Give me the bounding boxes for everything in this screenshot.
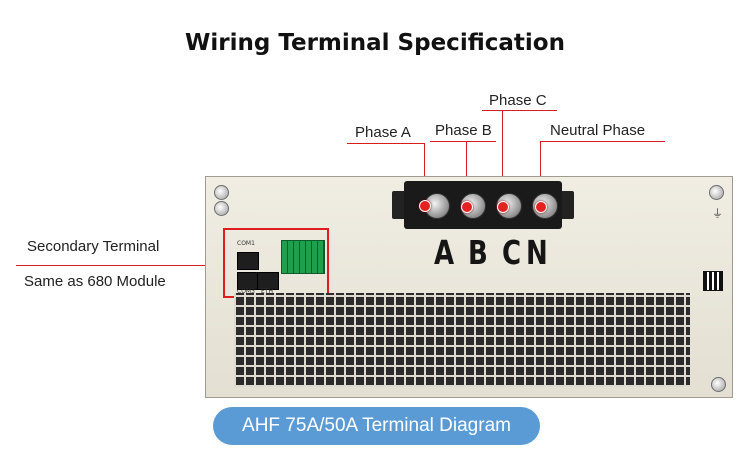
terminal-letter-c: C [502,235,522,273]
terminal-letter-b: B [468,235,488,273]
label-secondary-terminal: Secondary Terminal [27,238,160,255]
underline-secondary-terminal [16,265,224,266]
label-phase-c: Phase C [489,92,547,109]
underline-phase-b [430,141,496,142]
com1-port[interactable] [237,252,259,270]
eth-port[interactable] [257,272,279,290]
corner-screw-icon [711,377,726,392]
secondary-terminal-frame: COM1 COM3 ETH [223,228,329,298]
callout-dot-neutral [535,201,547,213]
diagram-caption: AHF 75A/50A Terminal Diagram [213,407,540,445]
callout-dot-phase-c [497,201,509,213]
com3-label: COM3 [237,288,255,295]
label-neutral-phase: Neutral Phase [550,122,646,139]
green-terminal-connector[interactable] [281,240,325,274]
com1-label: COM1 [237,240,255,247]
page-title: Wiring Terminal Specification [185,30,565,56]
leader-neutral-phase [540,141,541,206]
label-phase-b: Phase B [435,122,492,139]
ventilation-grille [234,293,690,387]
callout-dot-phase-b [461,201,473,213]
leader-phase-c [502,110,503,206]
qr-code-icon [703,271,723,291]
device-front-panel: A B C N COM1 COM3 ETH ⏚ [205,176,733,398]
corner-screw-icon [214,185,229,200]
eth-label: ETH [261,288,273,295]
callout-dot-phase-a [419,200,431,212]
label-phase-a: Phase A [355,124,411,141]
leader-phase-a [424,143,425,205]
underline-phase-a [347,143,425,144]
underline-phase-c [482,110,557,111]
terminal-letter-n: N [526,235,548,273]
corner-screw-icon [214,201,229,216]
leader-phase-b [466,141,467,206]
ground-icon: ⏚ [712,208,723,220]
corner-screw-icon [709,185,724,200]
underline-neutral-phase [540,141,665,142]
label-same-as-module: Same as 680 Module [24,273,166,290]
terminal-letter-a: A [434,235,455,273]
